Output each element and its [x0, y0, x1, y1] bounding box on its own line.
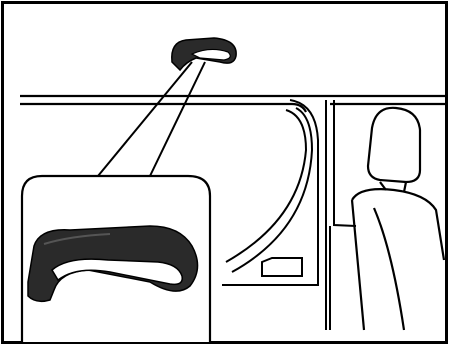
- car-interior-illustration: [0, 0, 449, 345]
- illustration-frame: [0, 0, 449, 345]
